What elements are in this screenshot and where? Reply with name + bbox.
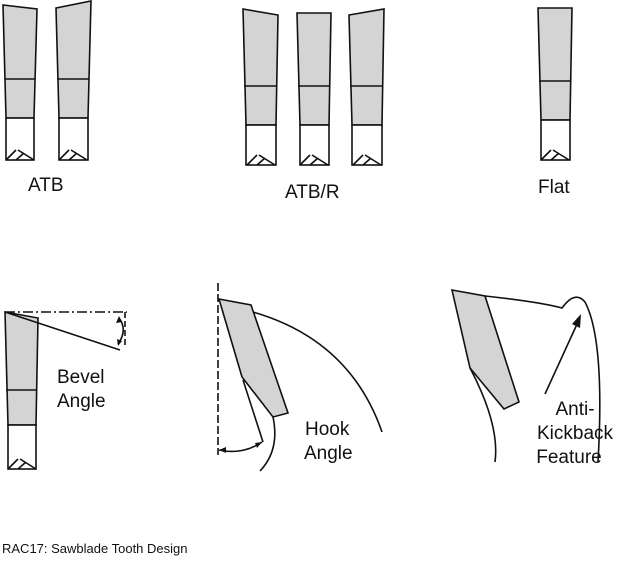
label-flat: Flat: [538, 177, 570, 198]
anti-kickback-figure: [450, 288, 601, 463]
flat-tooth: [537, 7, 573, 161]
atbr-tooth-3: [348, 8, 385, 166]
label-anti-2: Kickback: [536, 423, 614, 444]
label-hook-1: Hook: [305, 419, 350, 440]
atb-tooth-left: [2, 4, 38, 161]
label-anti-1: Anti-: [555, 399, 595, 420]
label-bevel-1: Bevel: [57, 367, 105, 388]
label-atb-r: ATB/R: [285, 182, 340, 203]
atbr-tooth-1: [242, 8, 279, 166]
label-hook-2: Angle: [304, 443, 353, 464]
atbr-tooth-2: [296, 12, 332, 166]
bevel-angle-figure: [4, 311, 127, 470]
hook-angle-figure: [217, 283, 383, 472]
label-bevel-2: Angle: [57, 391, 106, 412]
figure-caption: RAC17: Sawblade Tooth Design: [2, 541, 188, 556]
atb-tooth-right: [55, 0, 92, 161]
label-atb: ATB: [28, 175, 64, 196]
label-anti-3: Feature: [536, 447, 602, 468]
